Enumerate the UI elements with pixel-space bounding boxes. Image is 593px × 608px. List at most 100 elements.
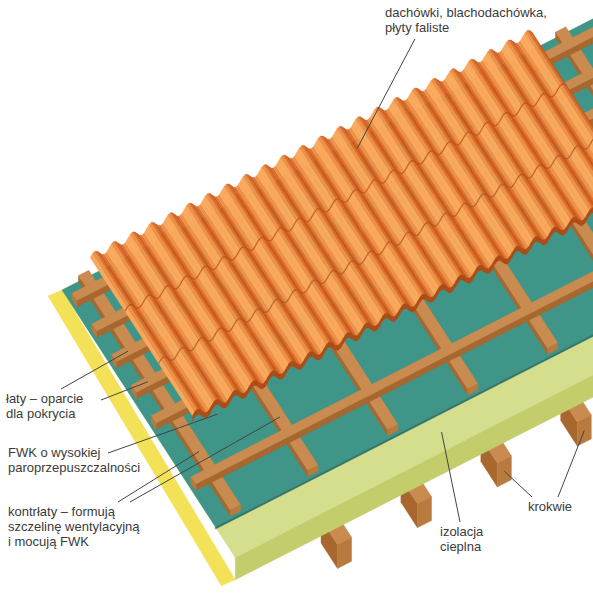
roofing-edge xyxy=(564,228,566,235)
roofing-edge xyxy=(319,353,321,360)
roofing-edge xyxy=(543,240,545,245)
roofing-edge xyxy=(453,281,455,290)
roofing-edge xyxy=(423,294,425,299)
roofing-edge xyxy=(550,229,552,238)
roofing-edge xyxy=(395,314,397,321)
roofing-edge xyxy=(552,227,554,234)
batten-end xyxy=(191,477,196,491)
roofing-edge xyxy=(449,288,451,293)
roofing-edge xyxy=(477,265,479,272)
roofing-edge xyxy=(216,400,218,405)
roofing-edge xyxy=(317,355,319,360)
roofing-edge xyxy=(341,339,343,348)
roofing-edge xyxy=(209,406,211,415)
roofing-edge xyxy=(529,243,531,252)
leader-line xyxy=(130,417,280,502)
leader-line xyxy=(61,351,128,389)
leader-line xyxy=(558,431,584,498)
rafter-end xyxy=(497,456,511,487)
roofing-edge xyxy=(345,333,347,340)
roofing-edge xyxy=(496,256,498,263)
roofing-edge xyxy=(435,291,437,300)
roofing-edge xyxy=(592,208,593,213)
roofing-edge xyxy=(284,368,286,377)
roofing-edge xyxy=(348,333,350,338)
roofing-edge xyxy=(392,317,394,322)
roofing-edge xyxy=(547,233,549,242)
roofing-edge xyxy=(569,220,571,229)
roofing-edge xyxy=(270,371,272,378)
roofing-edge xyxy=(590,208,592,215)
roofing-edge xyxy=(475,268,477,277)
roofing-edge xyxy=(505,259,507,264)
roofing-edge xyxy=(437,287,439,296)
counter-batten-end xyxy=(548,343,558,354)
roofing-edge xyxy=(376,324,378,331)
roofing-edge xyxy=(244,391,246,398)
roofing-edge xyxy=(404,304,406,309)
roofing-edge xyxy=(418,297,420,306)
roofing-edge xyxy=(211,402,213,411)
roofing-edge xyxy=(472,272,474,281)
roofing-edge xyxy=(583,218,585,225)
roofing-edge xyxy=(458,275,460,282)
roofing-edge xyxy=(291,361,293,366)
roofing-edge xyxy=(197,409,199,414)
roofing-edge xyxy=(470,276,472,283)
roofing-edge xyxy=(265,377,267,386)
leader-line xyxy=(357,39,415,149)
callout-label: łaty – oparcie dla pokrycia xyxy=(6,392,98,422)
roofing-edge xyxy=(383,313,385,320)
leader-line xyxy=(504,471,532,497)
roofing-edge xyxy=(193,412,195,421)
roofing-edge xyxy=(322,349,324,358)
roofing-edge xyxy=(566,224,568,233)
roofing-edge xyxy=(214,400,216,407)
roofing-edge xyxy=(561,230,563,235)
roofing-edge xyxy=(364,323,366,330)
counter-batten-end xyxy=(308,465,318,476)
roofing-edge xyxy=(338,343,340,350)
roofing-edge xyxy=(512,249,514,258)
roofing-edge xyxy=(359,329,361,338)
roofing-edge xyxy=(279,374,281,379)
roofing-edge xyxy=(531,239,533,248)
roofing-edge xyxy=(479,265,481,270)
roofing-edge xyxy=(282,372,284,379)
roofing-edge xyxy=(355,336,357,341)
roofing-edge xyxy=(263,381,265,388)
rafter-end xyxy=(338,537,352,568)
leader-line xyxy=(118,451,199,502)
counter-batten-end xyxy=(388,425,398,436)
roofing-edge xyxy=(305,354,307,363)
roofing-edge xyxy=(310,352,312,357)
roofing-edge xyxy=(381,316,383,325)
roofing-edge xyxy=(249,383,251,392)
roofing-edge xyxy=(298,365,300,370)
roofing-edge xyxy=(195,409,197,416)
roofing-edge xyxy=(223,403,225,408)
roofing-edge xyxy=(571,217,573,224)
batten-end xyxy=(112,355,117,369)
roofing-edge xyxy=(251,381,253,388)
callout-label: dachówki, blachodachówka, płyty faliste xyxy=(385,6,570,36)
roofing-edge xyxy=(225,401,227,408)
roofing-edge xyxy=(397,310,399,319)
roofing-edge xyxy=(357,333,359,340)
roofing-edge xyxy=(261,384,263,389)
roofing-edge xyxy=(489,266,491,273)
roofing-edge xyxy=(399,306,401,315)
callout-label: FWK o wysokiej paroprzepuszczalności xyxy=(8,446,168,476)
roofing-edge xyxy=(378,320,380,329)
roofing-edge xyxy=(493,258,495,267)
roofing-edge xyxy=(272,371,274,376)
roofing-edge xyxy=(545,237,547,244)
roofing-edge xyxy=(491,262,493,271)
roofing-edge xyxy=(533,237,535,244)
roofing-edge xyxy=(411,307,413,312)
roofing-edge xyxy=(230,393,232,402)
leader-line xyxy=(108,414,217,453)
roofing-edge xyxy=(554,227,556,232)
roofing-edge xyxy=(289,361,291,368)
